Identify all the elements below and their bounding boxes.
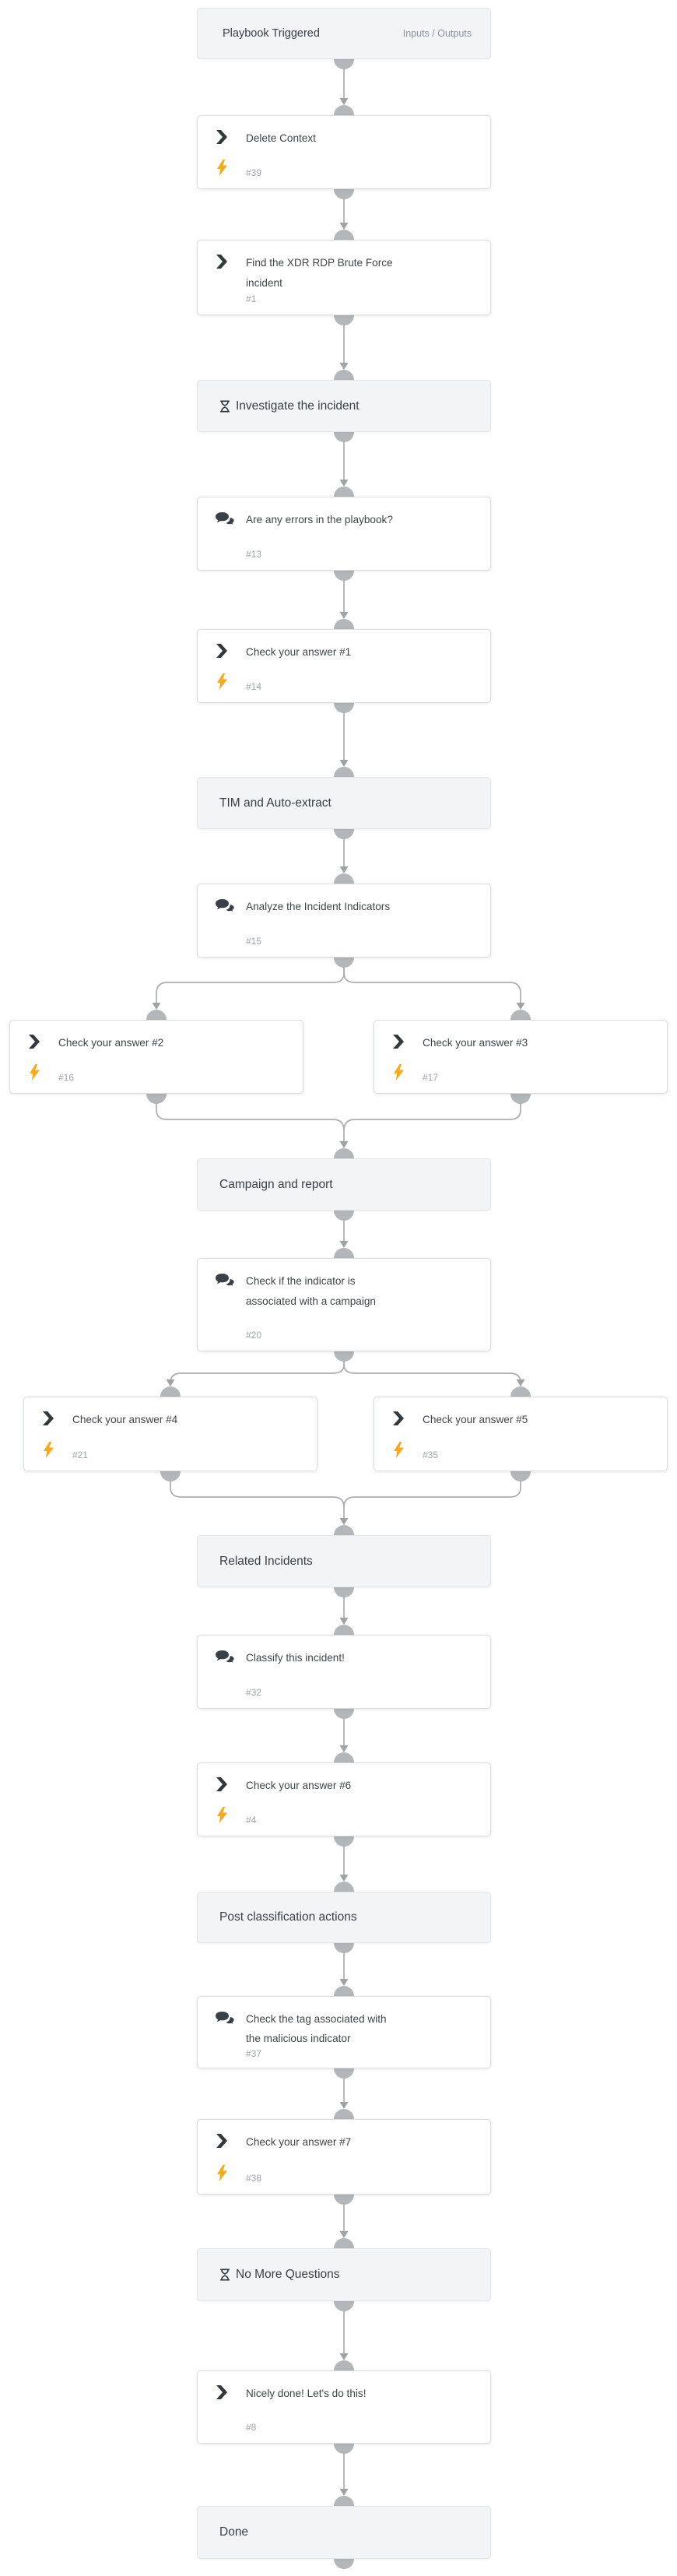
- section-related-incidents[interactable]: Related Incidents: [197, 1535, 491, 1587]
- node-find-xdr-incident[interactable]: Find the XDR RDP Brute Force incident #1: [197, 240, 491, 315]
- node-check-answer-2[interactable]: Check your answer #2 #16: [9, 1020, 303, 1094]
- section-tim[interactable]: TIM and Auto-extract: [197, 777, 491, 829]
- quiet-mode-icon: [44, 1442, 54, 1462]
- node-errors-question[interactable]: Are any errors in the playbook? #13: [197, 497, 491, 571]
- section-title: Investigate the incident: [219, 399, 360, 413]
- task-number: #16: [58, 1072, 75, 1083]
- task-number: #13: [246, 549, 262, 560]
- section-title: TIM and Auto-extract: [219, 796, 331, 810]
- section-title: No More Questions: [219, 2268, 340, 2282]
- quiet-mode-icon: [217, 2165, 227, 2185]
- task-title: Check your answer #5: [423, 1414, 528, 1425]
- timer-icon: [219, 2268, 230, 2281]
- section-title: Done: [219, 2525, 249, 2539]
- task-title: Check your answer #1: [246, 646, 352, 658]
- task-title: Check the tag associated with the malici…: [246, 2013, 387, 2044]
- task-title: Check your answer #7: [246, 2136, 352, 2148]
- inputs-outputs-link[interactable]: Inputs / Outputs: [402, 28, 472, 39]
- task-number: #32: [246, 1687, 262, 1698]
- quiet-mode-icon: [217, 160, 227, 180]
- task-title: Check your answer #3: [423, 1037, 528, 1049]
- ask-task-icon: [215, 898, 235, 913]
- automation-icon: [215, 643, 235, 659]
- node-check-answer-3[interactable]: Check your answer #3 #17: [374, 1020, 668, 1094]
- node-nicely-done[interactable]: Nicely done! Let's do this! #8: [197, 2370, 491, 2444]
- automation-icon: [215, 129, 235, 145]
- automation-icon: [391, 1411, 412, 1426]
- task-number: #8: [246, 2422, 257, 2433]
- task-number: #35: [423, 1450, 439, 1460]
- node-check-answer-5[interactable]: Check your answer #5 #35: [374, 1397, 668, 1471]
- node-classify-incident[interactable]: Classify this incident! #32: [197, 1635, 491, 1709]
- task-title: Analyze the Incident Indicators: [246, 901, 391, 912]
- node-delete-context[interactable]: Delete Context #39: [197, 115, 491, 189]
- task-title: Classify this incident!: [246, 1652, 345, 1664]
- automation-icon: [215, 2133, 235, 2149]
- node-title: Playbook Triggered: [223, 27, 320, 40]
- task-number: #1: [246, 293, 257, 304]
- task-number: #37: [246, 2048, 262, 2059]
- node-check-answer-4[interactable]: Check your answer #4 #21: [23, 1397, 317, 1471]
- section-title: Related Incidents: [219, 1554, 313, 1568]
- automation-icon: [391, 1034, 412, 1049]
- task-title: Find the XDR RDP Brute Force incident: [246, 257, 393, 289]
- node-analyze-indicators[interactable]: Analyze the Incident Indicators #15: [197, 884, 491, 958]
- ask-task-icon: [215, 511, 235, 526]
- node-check-answer-7[interactable]: Check your answer #7 #38: [197, 2119, 491, 2195]
- node-check-answer-1[interactable]: Check your answer #1 #14: [197, 629, 491, 703]
- task-title: Delete Context: [246, 132, 316, 144]
- automation-icon: [27, 1034, 47, 1049]
- quiet-mode-icon: [30, 1064, 40, 1084]
- ask-task-icon: [215, 2010, 235, 2026]
- section-title: Campaign and report: [219, 1177, 333, 1191]
- automation-icon: [215, 2384, 235, 2400]
- quiet-mode-icon: [394, 1064, 404, 1084]
- task-number: #15: [246, 936, 262, 947]
- task-number: #21: [72, 1450, 89, 1460]
- task-number: #17: [423, 1072, 439, 1083]
- task-title: Are any errors in the playbook?: [246, 514, 393, 525]
- task-number: #38: [246, 2173, 262, 2184]
- section-campaign[interactable]: Campaign and report: [197, 1158, 491, 1211]
- quiet-mode-icon: [217, 673, 227, 694]
- automation-icon: [41, 1411, 61, 1426]
- node-campaign-question[interactable]: Check if the indicator is associated wit…: [197, 1258, 491, 1351]
- task-number: #20: [246, 1330, 262, 1341]
- automation-icon: [215, 1776, 235, 1792]
- task-number: #14: [246, 681, 262, 692]
- task-title: Check if the indicator is associated wit…: [246, 1275, 376, 1307]
- section-title: Post classification actions: [219, 1910, 357, 1924]
- quiet-mode-icon: [394, 1442, 404, 1462]
- section-done[interactable]: Done: [197, 2506, 491, 2559]
- ask-task-icon: [215, 1649, 235, 1664]
- section-no-more-questions[interactable]: No More Questions: [197, 2248, 491, 2301]
- ask-task-icon: [215, 1272, 235, 1288]
- task-number: #4: [246, 1815, 257, 1826]
- section-post-classification[interactable]: Post classification actions: [197, 1892, 491, 1943]
- automation-icon: [215, 254, 235, 269]
- task-title: Check your answer #4: [72, 1414, 178, 1425]
- node-playbook-triggered[interactable]: Playbook Triggered Inputs / Outputs: [197, 8, 491, 59]
- section-investigate[interactable]: Investigate the incident: [197, 380, 491, 432]
- quiet-mode-icon: [217, 1807, 227, 1827]
- timer-icon: [219, 399, 230, 413]
- task-title: Check your answer #2: [58, 1037, 164, 1049]
- task-number: #39: [246, 167, 262, 178]
- task-title: Nicely done! Let's do this!: [246, 2388, 367, 2399]
- node-check-tag-question[interactable]: Check the tag associated with the malici…: [197, 1996, 491, 2068]
- task-title: Check your answer #6: [246, 1780, 352, 1791]
- node-check-answer-6[interactable]: Check your answer #6 #4: [197, 1762, 491, 1836]
